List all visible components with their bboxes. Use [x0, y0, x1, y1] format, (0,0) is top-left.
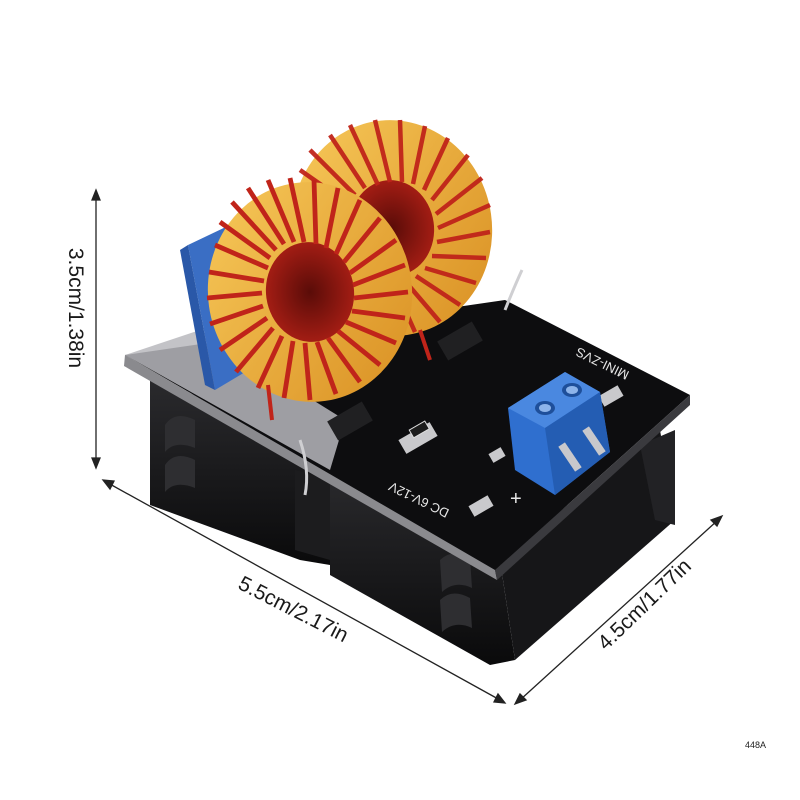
coil-lead [418, 329, 432, 361]
width-arrow-left [513, 692, 528, 706]
height-arrow-top [91, 188, 101, 201]
length-arrow-left [101, 479, 116, 491]
terminal-screw [562, 383, 582, 397]
height-arrow-bottom [91, 457, 101, 470]
coil-lead [266, 384, 274, 421]
lead-wire [298, 439, 309, 496]
heatsink-right [330, 430, 675, 665]
width-arrow-right [709, 514, 724, 528]
transistor [437, 321, 483, 361]
terminal-block [508, 372, 610, 495]
pad [598, 385, 624, 407]
plus-silkscreen: + [510, 488, 522, 510]
toroid-coil-front [206, 177, 432, 421]
terminal-screw [535, 401, 555, 415]
transistor [327, 401, 373, 441]
terminal-slot [558, 442, 582, 472]
resistor [408, 420, 430, 439]
terminal-slot [582, 426, 606, 456]
lead-wire [503, 269, 524, 311]
height-dimension-label: 3.5cm/1.38in [64, 247, 87, 369]
length-arrow-right [492, 692, 507, 704]
width-dimension-line [519, 519, 719, 701]
pad [468, 495, 494, 517]
pad [488, 447, 506, 463]
length-dimension-line [107, 482, 501, 701]
product-code: 448A [745, 740, 767, 750]
dimension-lines [91, 188, 724, 706]
